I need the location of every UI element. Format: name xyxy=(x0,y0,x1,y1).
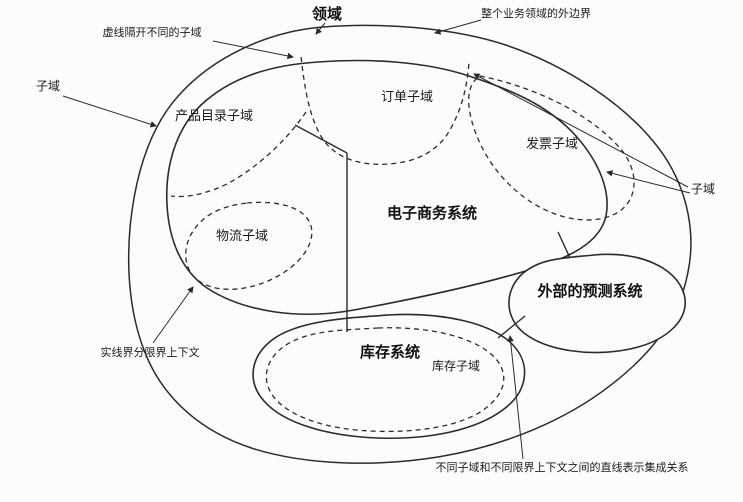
domain-title: 领域 xyxy=(311,5,342,23)
arrow-solid-boundary xyxy=(152,286,194,344)
integration-line-catalog xyxy=(294,124,348,154)
label-inventory-system: 库存系统 xyxy=(360,343,420,361)
arrow-dashed-separator xyxy=(212,40,294,60)
label-inventory-subdomain: 库存子域 xyxy=(432,358,480,373)
order-subdomain-dashed-outline xyxy=(300,56,470,165)
label-product-catalog-subdomain: 产品目录子域 xyxy=(175,109,253,124)
product-catalog-dashed-separator xyxy=(170,111,307,198)
integration-line-invoice-forecast xyxy=(557,231,571,259)
annotation-outer-boundary: 整个业务领域的外边界 xyxy=(481,6,591,20)
integration-line-inventory-forecast xyxy=(497,315,526,339)
annotation-subdomain-left: 子域 xyxy=(36,79,60,93)
arrow-subdomain-right-invoice xyxy=(606,170,691,194)
label-logistics-subdomain: 物流子域 xyxy=(216,229,268,244)
annotation-subdomain-right: 子域 xyxy=(691,182,715,196)
inventory-subdomain-dashed-outline xyxy=(265,327,505,433)
label-forecast-system: 外部的预测系统 xyxy=(536,282,642,300)
inventory-system-outline xyxy=(252,313,526,440)
invoice-subdomain-dashed-outline xyxy=(468,75,635,221)
annotation-solid-boundary: 实线界分限界上下文 xyxy=(101,345,200,359)
arrow-subdomain-left xyxy=(62,95,157,128)
annotation-dashed-separator: 虚线隔开不同的子域 xyxy=(103,25,202,39)
arrow-subdomain-right-order xyxy=(473,73,689,188)
logistics-subdomain-dashed-outline xyxy=(185,201,313,290)
label-ecommerce-system: 电子商务系统 xyxy=(387,204,477,222)
arrow-outer-boundary xyxy=(434,19,482,35)
label-order-subdomain: 订单子域 xyxy=(381,90,433,105)
ecommerce-context-outline xyxy=(165,59,608,315)
forecast-system-outline xyxy=(508,253,687,354)
annotation-integration: 不同子域和不同限界上下文之间的直线表示集成关系 xyxy=(436,460,689,474)
label-invoice-subdomain: 发票子域 xyxy=(526,136,578,152)
arrow-domain-title xyxy=(315,22,326,35)
arrow-integration-note xyxy=(507,335,524,460)
